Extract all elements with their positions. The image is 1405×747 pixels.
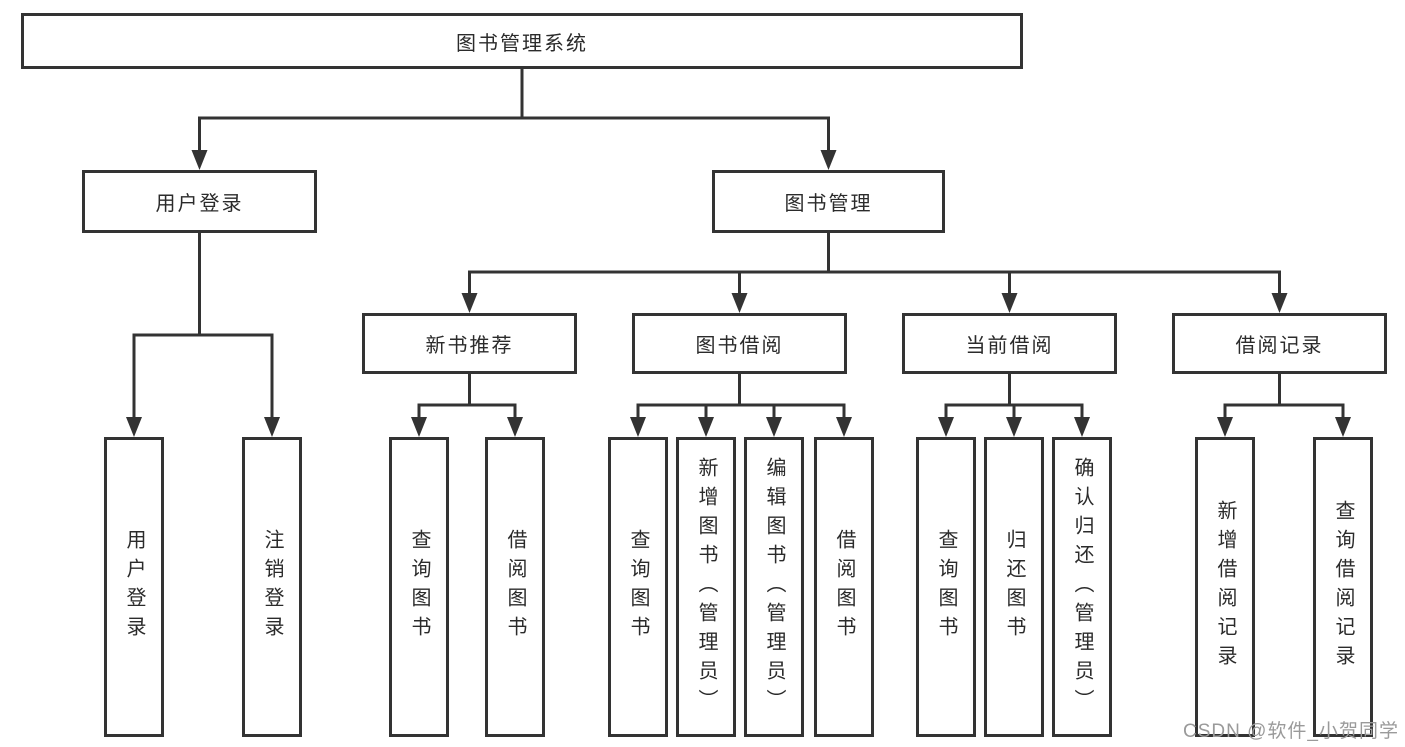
node-user-login: 用户登录 [82,170,317,233]
node-label: 编辑图书（管理员） [763,456,785,718]
node-leaf-logout: 注销登录 [242,437,302,737]
connector-current-borrowing-to-leaves [938,374,1090,437]
connector-book-management-to-level3 [461,233,1288,313]
node-leaf-borrow-books-recommend: 借阅图书 [485,437,545,737]
node-leaf-add-books-admin: 新增图书（管理员） [676,437,736,737]
node-label: 图书管理系统 [456,32,588,55]
node-label: 借阅图书 [833,529,855,645]
node-label: 用户登录 [155,193,244,215]
node-label: 图书借阅 [695,335,784,357]
node-leaf-edit-books-admin: 编辑图书（管理员） [744,437,804,737]
node-leaf-borrow-books-borrowing: 借阅图书 [814,437,874,737]
connector-new-book-recommend-to-leaves [411,374,523,437]
node-new-book-recommend: 新书推荐 [362,313,577,374]
node-label: 查询图书 [408,529,430,645]
node-label: 注销登录 [261,529,283,645]
node-book-borrowing: 图书借阅 [632,313,847,374]
node-leaf-query-books-current: 查询图书 [916,437,976,737]
node-label: 查询图书 [627,529,649,645]
node-label: 确认归还（管理员） [1071,456,1093,718]
connector-book-borrowing-to-leaves [630,374,852,437]
node-leaf-query-books-recommend: 查询图书 [389,437,449,737]
node-label: 当前借阅 [965,335,1054,357]
node-label: 用户登录 [123,529,145,645]
node-label: 查询借阅记录 [1332,500,1354,674]
node-label: 新增图书（管理员） [695,456,717,718]
node-leaf-query-borrow-record: 查询借阅记录 [1313,437,1373,737]
node-label: 归还图书 [1003,529,1025,645]
node-leaf-query-books-borrowing: 查询图书 [608,437,668,737]
node-label: 查询图书 [935,529,957,645]
node-label: 借阅图书 [504,529,526,645]
node-book-management: 图书管理 [712,170,945,233]
node-leaf-user-login: 用户登录 [104,437,164,737]
node-label: 图书管理 [784,193,873,215]
connector-borrowing-records-to-leaves [1217,374,1351,437]
node-label: 新增借阅记录 [1214,500,1236,674]
node-leaf-add-borrow-record: 新增借阅记录 [1195,437,1255,737]
node-borrowing-records: 借阅记录 [1172,313,1387,374]
node-label: 借阅记录 [1235,335,1324,357]
node-current-borrowing: 当前借阅 [902,313,1117,374]
connector-user-login-to-leaves [126,233,280,437]
node-label: 新书推荐 [425,335,514,357]
csdn-watermark: CSDN @软件_小贺同学 [1183,721,1399,742]
node-leaf-confirm-return-admin: 确认归还（管理员） [1052,437,1112,737]
node-leaf-return-books: 归还图书 [984,437,1044,737]
connector-root-to-level2 [191,69,837,170]
node-library-management-system: 图书管理系统 [21,13,1023,69]
